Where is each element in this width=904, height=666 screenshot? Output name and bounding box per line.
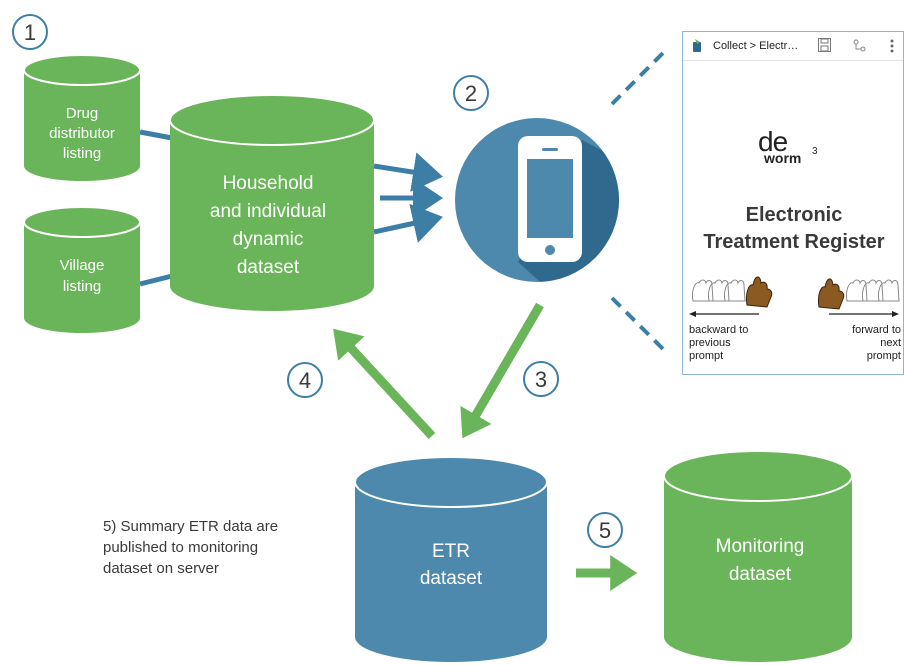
swipe-back-hands-icon	[692, 276, 773, 308]
back-hint-line-2: previous	[689, 337, 731, 349]
more-options-icon[interactable]	[890, 39, 894, 53]
database-monitoring-dataset: Monitoring dataset	[663, 450, 853, 662]
drug-label-line-3: listing	[63, 145, 101, 162]
village-label-line-1: Village	[60, 257, 105, 274]
step-1-label: 1	[24, 20, 36, 45]
step-2-label: 2	[465, 81, 477, 106]
phone-icon	[455, 118, 619, 282]
step-3-label: 3	[535, 367, 547, 392]
monitoring-label-line-2: dataset	[729, 564, 792, 585]
connector-drug-to-household	[139, 129, 173, 141]
database-drug-distributor-listing: Drug distributor listing	[23, 54, 141, 181]
forward-hint-line-2: next	[880, 337, 901, 349]
database-household-dataset: Household and individual dynamic dataset	[169, 94, 375, 311]
step-3-badge: 3	[523, 361, 559, 397]
drug-label-line-2: distributor	[49, 125, 115, 142]
dashed-line-bottom	[610, 296, 668, 354]
forward-hint: forward to next prompt	[852, 324, 901, 363]
arrow-household-to-phone-1	[373, 152, 443, 192]
arrow-phone-to-etr	[460, 302, 544, 439]
step-5-badge: 5	[587, 512, 623, 548]
arrow-etr-to-household	[333, 328, 436, 440]
monitoring-label-line-1: Monitoring	[716, 536, 805, 557]
forward-arrow-icon	[829, 311, 899, 317]
household-label-line-4: dataset	[237, 257, 300, 278]
forward-hint-line-1: forward to	[852, 324, 901, 336]
phone-topbar: Collect > Electr…	[683, 32, 903, 61]
back-arrow-icon	[689, 311, 759, 317]
etr-label-line-1: ETR	[432, 541, 470, 562]
step-1-badge: 1	[12, 14, 48, 50]
etr-label-line-2: dataset	[420, 568, 483, 589]
etr-title-line-2: Treatment Register	[703, 231, 885, 253]
logo-superscript: 3	[812, 146, 818, 157]
step-2-badge: 2	[453, 75, 489, 111]
back-hint-line-3: prompt	[689, 350, 724, 362]
household-label-line-3: dynamic	[233, 229, 304, 250]
step-4-label: 4	[299, 368, 311, 393]
hierarchy-icon[interactable]	[853, 39, 866, 52]
database-etr-dataset: ETR dataset	[354, 456, 548, 662]
household-label-line-1: Household	[223, 173, 314, 194]
village-label-line-2: listing	[63, 278, 101, 295]
forward-hint-line-3: prompt	[866, 350, 901, 362]
back-hint-line-1: backward to	[689, 324, 749, 336]
household-label-line-2: and individual	[210, 201, 326, 222]
dashed-line-top	[610, 48, 668, 106]
database-village-listing: Village listing	[23, 206, 141, 333]
swipe-forward-hands-icon	[818, 278, 900, 310]
step-5-description: 5) Summary ETR data are published to mon…	[103, 518, 279, 577]
phone-screen-panel: Collect > Electr… de worm 3 Electronic T…	[682, 31, 904, 375]
topbar-title: Collect > Electr…	[713, 40, 799, 52]
back-hint: backward to previous prompt	[689, 324, 748, 363]
step-4-badge: 4	[287, 362, 323, 398]
logo-worm-text: worm	[764, 150, 802, 166]
drug-label-line-1: Drug	[66, 105, 99, 122]
logo-de-text: de	[758, 126, 788, 157]
step-5-label: 5	[599, 518, 611, 543]
arrow-household-to-phone-3	[373, 203, 443, 243]
collect-app-icon	[693, 39, 701, 52]
save-icon[interactable]	[818, 38, 831, 52]
etr-title-line-1: Electronic	[745, 204, 843, 226]
connector-village-to-household	[139, 273, 173, 287]
